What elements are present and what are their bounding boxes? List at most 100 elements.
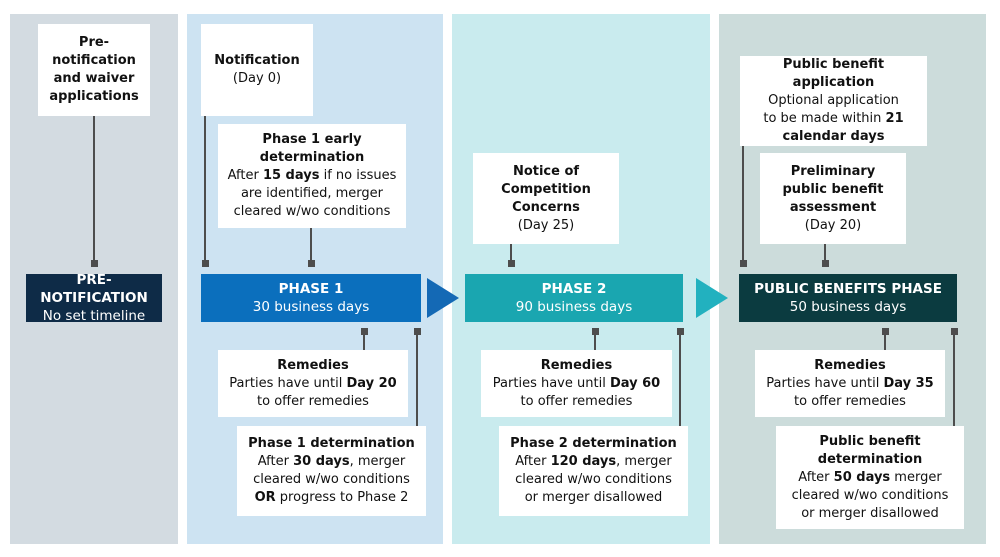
pbd-l1-bold: 50 days	[833, 469, 891, 485]
connector-line	[93, 116, 95, 266]
p2-det-line-1: After 120 days, merger	[515, 453, 672, 471]
connector-line	[310, 228, 312, 266]
connector-line	[204, 116, 206, 266]
connector-line	[510, 244, 512, 266]
prelim-line-3: assessment	[789, 199, 877, 215]
connector-line	[824, 244, 826, 266]
phase2-bar: PHASE 2 90 business days	[465, 274, 683, 322]
phase1-determination-box: Phase 1 determination After 30 days, mer…	[237, 426, 426, 516]
pub-remedies-line-2: to offer remedies	[794, 393, 906, 409]
connector-line	[679, 328, 681, 426]
phase1-bar-subtitle: 30 business days	[252, 299, 370, 315]
p1-det-l1-bold: 30 days	[293, 454, 350, 469]
pre-box-line-2: notification	[52, 53, 136, 68]
public-bar-subtitle: 50 business days	[789, 299, 907, 315]
early-l1-pre: After	[227, 168, 263, 183]
connector-marker	[740, 260, 747, 267]
connector-marker	[202, 260, 209, 267]
notification-title: Notification	[214, 53, 300, 68]
public-benefit-application-box: Public benefit application Optional appl…	[740, 56, 927, 146]
notice-line-2: Competition	[501, 181, 591, 197]
p2-det-line-2: cleared w/wo conditions	[515, 472, 672, 487]
pre-notification-box: Pre- notification and waiver application…	[38, 24, 150, 116]
connector-marker	[308, 260, 315, 267]
connector-line	[742, 146, 744, 266]
connector-marker	[414, 328, 421, 335]
notice-day: (Day 25)	[517, 217, 575, 233]
p1-det-l1-post: , merger	[349, 454, 406, 469]
pre-bar-title: PRE-NOTIFICATION	[40, 272, 148, 306]
public-bar-title: PUBLIC BENEFITS PHASE	[754, 281, 942, 297]
pba-title: Public benefit application	[782, 57, 885, 90]
p2-remedies-line-1: Parties have until Day 60	[493, 375, 660, 393]
connector-marker	[508, 260, 515, 267]
p1-remedies-title: Remedies	[277, 357, 349, 373]
notice-line-1: Notice of	[512, 163, 580, 179]
pba-line-2: to be made within 21	[763, 110, 903, 128]
pub-remedies-title: Remedies	[814, 357, 886, 373]
early-line-2: are identified, merger	[240, 186, 384, 201]
p2-det-l1-bold: 120 days	[550, 454, 617, 469]
phase2-bar-title: PHASE 2	[541, 281, 607, 297]
preliminary-assessment-box: Preliminary public benefit assessment (D…	[760, 153, 906, 244]
pre-box-line-3: and waiver	[53, 71, 135, 86]
p1-det-line-3: OR progress to Phase 2	[255, 489, 409, 507]
p1-det-line-1: After 30 days, merger	[258, 453, 406, 471]
connector-marker	[361, 328, 368, 335]
connector-marker	[882, 328, 889, 335]
p2-det-line-3: or merger disallowed	[524, 490, 663, 505]
pba-line-3: calendar days	[783, 128, 885, 146]
pbd-title-1: Public benefit	[819, 433, 921, 449]
pre-box-line-4: applications	[49, 89, 139, 104]
connector-line	[594, 328, 596, 350]
p1-det-l1-pre: After	[257, 454, 294, 469]
public-benefit-determination-box: Public benefit determination After 50 da…	[776, 426, 964, 529]
early-l1-post: if no issues	[319, 168, 397, 183]
p1-det-l3-post: progress to Phase 2	[275, 490, 409, 505]
p2-remedies-line-2: to offer remedies	[520, 393, 633, 409]
pre-notification-bar: PRE-NOTIFICATION No set timeline	[26, 272, 162, 324]
public-remedies-box: Remedies Parties have until Day 35 to of…	[755, 350, 945, 417]
pbd-l1-pre: After	[798, 469, 834, 485]
connector-marker	[677, 328, 684, 335]
phase2-bar-subtitle: 90 business days	[515, 299, 633, 315]
p2-det-title: Phase 2 determination	[510, 436, 677, 451]
p1-remedies-line-2: to offer remedies	[257, 393, 369, 409]
notification-day: (Day 0)	[232, 71, 282, 86]
notification-box: Notification (Day 0)	[201, 24, 313, 116]
early-line-3: cleared w/wo conditions	[233, 204, 391, 219]
phase1-early-determination-box: Phase 1 early determination After 15 day…	[218, 124, 406, 228]
arrow-right-icon	[696, 278, 728, 318]
phase1-bar: PHASE 1 30 business days	[201, 274, 421, 322]
p1-det-or: OR	[254, 490, 276, 505]
p2-remedies-pre: Parties have until	[492, 375, 610, 391]
pub-remedies-pre: Parties have until	[766, 375, 884, 391]
p1-remedies-pre: Parties have until	[229, 375, 347, 391]
pbd-line-1: After 50 days merger	[798, 469, 941, 487]
p1-remedies-day: Day 20	[346, 375, 397, 391]
public-benefits-bar: PUBLIC BENEFITS PHASE 50 business days	[739, 274, 957, 322]
p1-det-line-2: cleared w/wo conditions	[253, 472, 410, 487]
connector-line	[953, 328, 955, 426]
p2-det-l1-pre: After	[515, 454, 551, 469]
early-title-2: determination	[259, 150, 365, 165]
pre-box-line-1: Pre-	[78, 35, 110, 50]
p2-remedies-day: Day 60	[609, 375, 661, 391]
notice-line-3: Concerns	[512, 199, 580, 215]
pub-remedies-line-1: Parties have until Day 35	[766, 375, 933, 393]
early-line-1: After 15 days if no issues	[228, 167, 397, 185]
connector-line	[884, 328, 886, 350]
pba-l2-bold: 21	[885, 111, 904, 126]
arrow-right-icon	[427, 278, 459, 318]
p2-det-l1-post: , merger	[616, 454, 672, 469]
pbd-line-3: or merger disallowed	[801, 505, 939, 521]
pub-remedies-day: Day 35	[883, 375, 934, 391]
p1-det-title: Phase 1 determination	[248, 436, 415, 451]
p2-remedies-title: Remedies	[540, 357, 613, 373]
connector-line	[363, 328, 365, 350]
phase2-remedies-box: Remedies Parties have until Day 60 to of…	[481, 350, 672, 417]
pbd-l1-post: merger	[890, 469, 942, 485]
pba-l2-pre: to be made within	[763, 111, 886, 126]
phase2-determination-box: Phase 2 determination After 120 days, me…	[499, 426, 688, 516]
pre-bar-subtitle: No set timeline	[42, 308, 146, 324]
